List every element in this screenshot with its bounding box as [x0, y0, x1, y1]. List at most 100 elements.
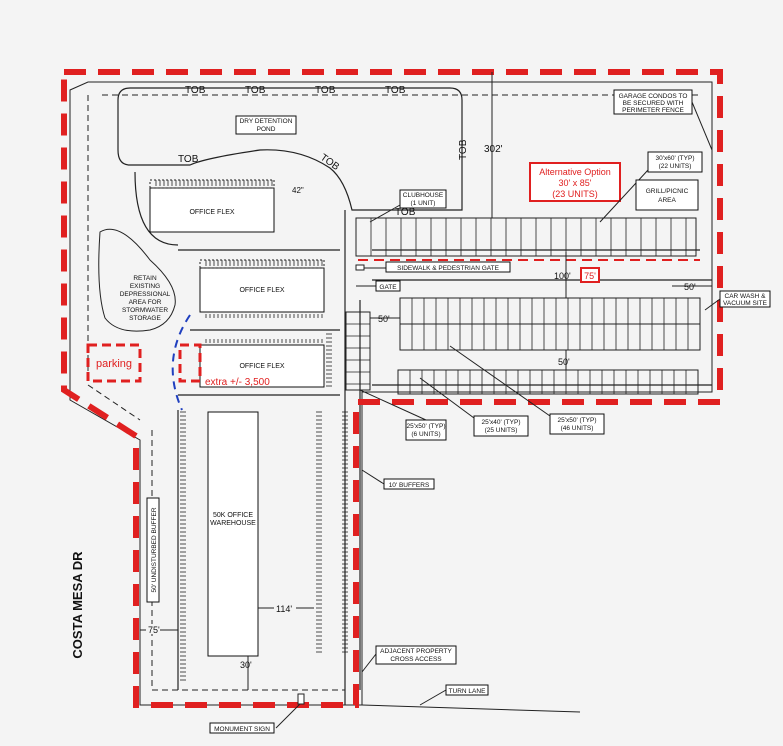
tob-label: TOB — [385, 85, 406, 96]
blue-dashed-boundary — [171, 314, 191, 411]
svg-text:25'x50' (TYP): 25'x50' (TYP) — [407, 423, 446, 430]
units-25x50-6-callout: 25'x50' (TYP) (6 UNITS) — [359, 389, 447, 441]
dry-pond-callout: DRY DETENTION POND — [235, 115, 297, 135]
grill-picnic-area: GRILL/PICNIC AREA — [635, 179, 699, 211]
svg-text:(6 UNITS): (6 UNITS) — [411, 431, 440, 438]
tob-label: TOB — [185, 85, 206, 96]
gate-callout: GATE — [356, 280, 401, 292]
svg-text:MONUMENT SIGN: MONUMENT SIGN — [214, 726, 270, 733]
warehouse-label-1: 50K OFFICE — [213, 512, 253, 519]
svg-text:GARAGE CONDOS TO: GARAGE CONDOS TO — [619, 93, 688, 100]
svg-text:STORMWATER: STORMWATER — [122, 307, 168, 314]
svg-text:AREA: AREA — [658, 197, 676, 204]
tob-label: TOB — [315, 85, 336, 96]
dim-114: 114' — [258, 602, 314, 614]
svg-text:50' UNDISTURBED BUFFER: 50' UNDISTURBED BUFFER — [151, 507, 158, 592]
dim-50-south: 50' — [558, 350, 570, 370]
svg-text:GATE: GATE — [379, 284, 397, 291]
svg-text:VACUUM SITE: VACUUM SITE — [723, 300, 768, 307]
units-25x40-callout: 25'x40' (TYP) (25 UNITS) — [419, 377, 529, 437]
office-flex-label: OFFICE FLEX — [239, 287, 284, 294]
garage-row-middle — [399, 297, 701, 351]
extra-area-box — [178, 343, 202, 383]
svg-text:25'x50' (TYP): 25'x50' (TYP) — [558, 417, 597, 424]
office-flex-1: OFFICE FLEX — [149, 179, 275, 233]
tob-label: TOB — [395, 207, 416, 218]
svg-text:TURN LANE: TURN LANE — [449, 688, 487, 695]
garage-row-top — [355, 217, 697, 257]
retain-depressional-area: RETAIN EXISTING DEPRESSIONAL AREA FOR ST… — [98, 228, 176, 332]
parking-area: parking — [86, 343, 142, 383]
adjacent-property-callout: ADJACENT PROPERTY CROSS ACCESS — [361, 645, 457, 673]
sidewalk-gate-callout: SIDEWALK & PEDESTRIAN GATE — [355, 261, 511, 273]
svg-text:(46 UNITS): (46 UNITS) — [561, 425, 594, 432]
units-30x60-callout: 30'x60' (TYP) (22 UNITS) — [599, 151, 703, 223]
svg-text:CROSS ACCESS: CROSS ACCESS — [390, 656, 442, 663]
svg-text:ADJACENT PROPERTY: ADJACENT PROPERTY — [380, 648, 452, 655]
svg-text:GRILL/PICNIC: GRILL/PICNIC — [646, 188, 689, 195]
extra-area-label: extra +/- 3,500 — [205, 377, 270, 388]
dim-42-label: 42" — [292, 186, 304, 195]
svg-text:302': 302' — [484, 144, 503, 155]
svg-text:DEPRESSIONAL: DEPRESSIONAL — [120, 291, 171, 298]
dim-50-west: 50' — [370, 314, 400, 324]
tob-label: TOB — [458, 139, 469, 160]
dim-50-east: 50' — [672, 282, 712, 292]
dim-100: 100' — [554, 252, 571, 298]
svg-text:CLUBHOUSE: CLUBHOUSE — [403, 192, 444, 199]
parking-label: parking — [96, 358, 132, 370]
svg-text:50': 50' — [558, 357, 570, 367]
garage-row-bottom — [397, 369, 699, 395]
svg-text:POND: POND — [257, 126, 276, 133]
svg-text:75': 75' — [148, 625, 160, 635]
boundary-line — [61, 69, 723, 708]
clubhouse-callout: CLUBHOUSE (1 UNIT) — [369, 189, 447, 223]
svg-text:30'x60' (TYP): 30'x60' (TYP) — [656, 155, 695, 162]
tob-label: TOB — [178, 154, 199, 165]
tob-label: TOB — [245, 85, 266, 96]
property-lines — [69, 81, 713, 706]
undisturbed-buffer-label: 50' UNDISTURBED BUFFER — [146, 497, 160, 603]
svg-text:AREA FOR: AREA FOR — [129, 299, 162, 306]
buffers-callout: 10' BUFFERS — [361, 469, 435, 490]
svg-text:30' x 85': 30' x 85' — [559, 178, 592, 188]
warehouse-label-2: WAREHOUSE — [210, 520, 256, 527]
svg-text:RETAIN: RETAIN — [133, 275, 157, 282]
svg-text:(25 UNITS): (25 UNITS) — [485, 427, 518, 434]
svg-text:114': 114' — [276, 604, 292, 614]
svg-text:(22 UNITS): (22 UNITS) — [659, 163, 692, 170]
svg-text:(1 UNIT): (1 UNIT) — [411, 200, 436, 207]
detention-pond-outline — [117, 87, 463, 211]
svg-text:SIDEWALK & PEDESTRIAN GATE: SIDEWALK & PEDESTRIAN GATE — [397, 265, 500, 272]
office-flex-3: OFFICE FLEX — [199, 344, 325, 388]
dim-302: 302' — [484, 72, 503, 218]
garage-condos-callout: GARAGE CONDOS TO BE SECURED WITH PERIMET… — [613, 89, 713, 151]
turn-lane-callout: TURN LANE — [361, 684, 581, 713]
office-flex-2: OFFICE FLEX — [199, 259, 325, 313]
svg-text:CAR WASH &: CAR WASH & — [725, 293, 767, 300]
warehouse-building: 50K OFFICE WAREHOUSE — [207, 411, 259, 657]
svg-text:100': 100' — [554, 271, 571, 281]
parking-stalls — [155, 180, 348, 681]
svg-text:Alternative Option: Alternative Option — [539, 167, 611, 177]
svg-text:75': 75' — [584, 271, 596, 281]
car-wash-callout: CAR WASH & VACUUM SITE — [704, 290, 771, 311]
svg-text:10' BUFFERS: 10' BUFFERS — [389, 482, 430, 489]
dim-75-red: 75' — [580, 267, 600, 283]
dim-30: 30' — [240, 656, 252, 690]
tob-label: TOB — [318, 152, 341, 173]
garage-row-west — [345, 311, 371, 391]
office-flex-label: OFFICE FLEX — [189, 209, 234, 216]
alternative-option-callout: Alternative Option 30' x 85' (23 UNITS) — [529, 162, 621, 202]
monument-sign-callout: MONUMENT SIGN — [209, 693, 305, 734]
svg-text:(23 UNITS): (23 UNITS) — [552, 189, 598, 199]
svg-text:50': 50' — [684, 282, 696, 292]
svg-text:EXISTING: EXISTING — [130, 283, 160, 290]
svg-text:DRY DETENTION: DRY DETENTION — [240, 118, 293, 125]
svg-text:BE SECURED WITH: BE SECURED WITH — [623, 100, 684, 107]
road-name: COSTA MESA DR — [70, 551, 85, 659]
dim-75-west: 75' — [140, 624, 178, 635]
svg-text:PERIMETER FENCE: PERIMETER FENCE — [622, 107, 684, 114]
units-25x50-46-callout: 25'x50' (TYP) (46 UNITS) — [449, 345, 605, 435]
